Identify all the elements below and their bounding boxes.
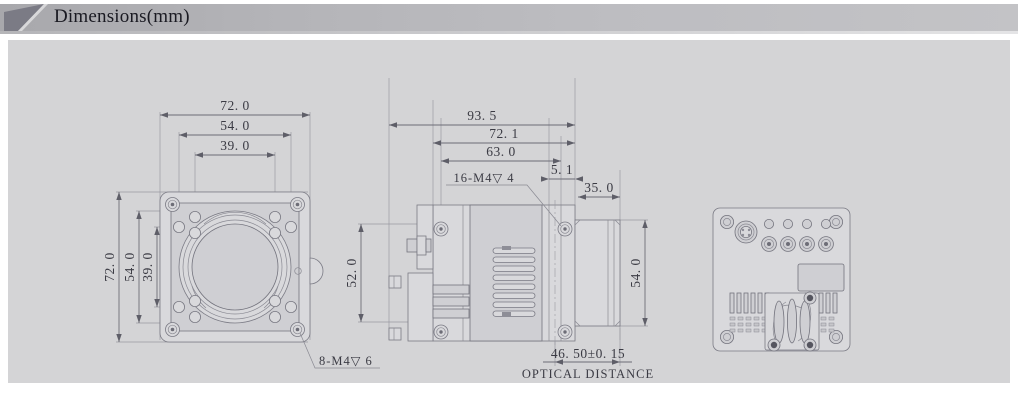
side-vertical-arrows-54 [642, 220, 648, 326]
front-dim-height-54: 54. 0 [122, 252, 137, 282]
side-callout-label: 16-M4▽ 4 [453, 171, 514, 185]
side-dim-height-54: 54. 0 [628, 258, 643, 288]
side-body-screws [433, 221, 573, 340]
side-vertical-arrows-52 [358, 224, 364, 322]
side-callout-leader [446, 184, 562, 227]
page-title: Dimensions(mm) [54, 6, 190, 27]
rear-view [712, 207, 851, 352]
side-cylindrical-connector [406, 235, 432, 256]
header-shadow [0, 31, 1018, 34]
section-header-bar: Dimensions(mm) [0, 4, 1018, 31]
optical-distance-label: OPTICAL DISTANCE [522, 367, 654, 381]
front-lens-mount [178, 210, 292, 324]
technical-drawing: 72. 0 54. 0 39. 0 72. 0 54. 0 39. 0 [102, 78, 851, 381]
side-lower-plate [407, 272, 434, 342]
side-dim-35-0: 35. 0 [584, 180, 614, 195]
front-dim-height-72: 72. 0 [102, 252, 117, 282]
front-dim-height-39: 39. 0 [140, 252, 155, 282]
front-small-hole [294, 267, 302, 275]
header-accent-triangle-icon [4, 4, 48, 31]
side-dim-height-52: 52. 0 [344, 258, 359, 288]
side-dim-63-0: 63. 0 [486, 144, 516, 159]
drawing-panel: 72. 0 54. 0 39. 0 72. 0 54. 0 39. 0 [8, 40, 1010, 383]
front-dim-width-54: 54. 0 [220, 118, 250, 133]
side-dim-5-1: 5. 1 [551, 162, 573, 177]
front-side-boss [309, 257, 324, 285]
rear-label-plate [797, 263, 845, 292]
front-horizontal-arrows [160, 112, 310, 158]
front-callout-leader [299, 332, 380, 369]
rear-corner-screws [720, 214, 844, 344]
side-view: 93. 5 72. 1 63. 0 5. 1 35. 0 52. 0 54. [344, 78, 654, 381]
side-lens-barrel [574, 219, 621, 327]
rear-power-connector [734, 220, 758, 244]
side-heatsink-block [469, 204, 543, 342]
side-horizontal-dimension-lines [389, 124, 620, 198]
side-connector-blocks [388, 275, 470, 341]
optical-distance-value: 46. 50±0. 15 [551, 346, 625, 361]
rear-vent-slots-left [729, 292, 770, 333]
front-callout-label: 8-M4▽ 6 [319, 354, 373, 368]
front-dim-width-72: 72. 0 [220, 98, 250, 113]
front-corner-screws [165, 197, 305, 337]
side-dim-93-5: 93. 5 [467, 108, 497, 123]
front-vertical-arrows [116, 192, 160, 342]
front-mounting-holes [172, 210, 297, 323]
front-view: 72. 0 54. 0 39. 0 72. 0 54. 0 39. 0 [102, 98, 380, 369]
front-horizontal-dimension-lines [160, 114, 310, 156]
side-heatsink-fins [492, 246, 536, 317]
front-dim-width-39: 39. 0 [220, 138, 250, 153]
rear-fan-assembly [764, 291, 820, 352]
front-vertical-dimension-lines [118, 192, 158, 342]
side-dim-72-1: 72. 1 [489, 126, 519, 141]
optical-arrows [555, 359, 620, 365]
side-horizontal-arrows [389, 122, 620, 200]
rear-io-ports [761, 236, 834, 252]
rear-indicator-circles [764, 218, 832, 229]
